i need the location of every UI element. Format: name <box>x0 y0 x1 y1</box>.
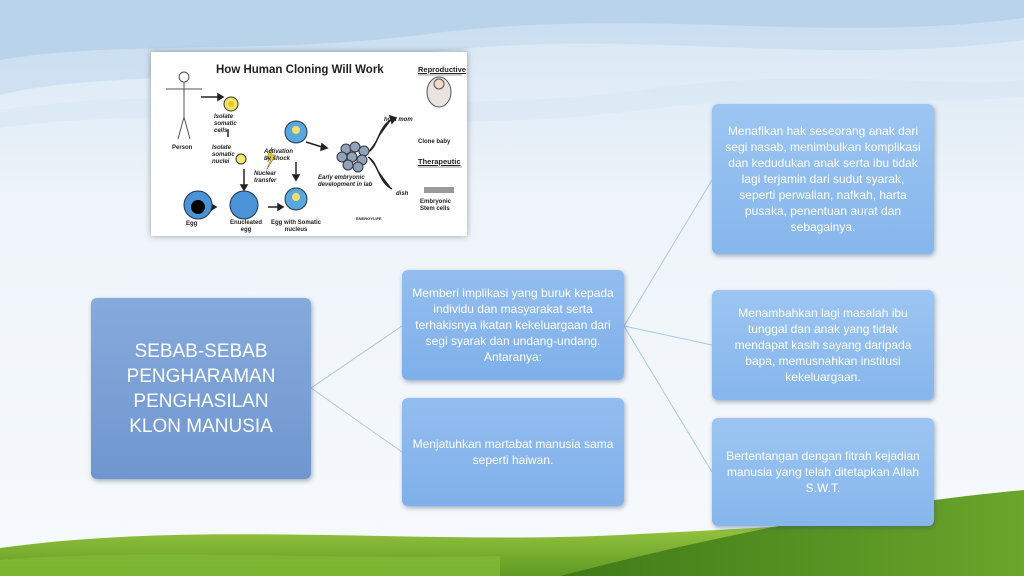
branch-node-2: Menjatuhkan martabat manusia sama sepert… <box>402 398 624 506</box>
leaf-node-1: Menafikan hak seseorang anak dari segi n… <box>712 104 934 254</box>
figure-label-activation: Activation by shock <box>264 149 294 162</box>
root-node: SEBAB-SEBAB PENGHARAMAN PENGHASILAN KLON… <box>91 298 311 479</box>
figure-label-dish: dish <box>396 191 409 197</box>
figure-label-person: Person <box>172 145 193 151</box>
leaf-node-2: Menambahkan lagi masalah ibu tunggal dan… <box>712 290 934 400</box>
cloning-figure: How Human Cloning Will Work Isolate soma… <box>151 52 467 236</box>
root-node-text: SEBAB-SEBAB PENGHARAMAN PENGHASILAN KLON… <box>126 340 276 437</box>
leaf-node-2-text: Menambahkan lagi masalah ibu tunggal dan… <box>734 306 912 384</box>
leaf-node-3-text: Bertentangan dengan fitrah kejadian manu… <box>726 449 920 495</box>
figure-title: How Human Cloning Will Work <box>216 64 384 76</box>
figure-label-isolate-cells: Isolate somatic cells <box>214 114 237 134</box>
figure-label-enucleated-egg: Enucleated egg <box>230 220 263 233</box>
leaf-node-3: Bertentangan dengan fitrah kejadian manu… <box>712 418 934 526</box>
leaf-node-1-text: Menafikan hak seseorang anak dari segi n… <box>725 124 921 234</box>
figure-label-host-mom: host mom <box>384 117 413 123</box>
figure-label-nuclear-transfer: Nuclear transfer <box>254 171 277 184</box>
figure-label-egg-with-nucleus: Egg with Somatic nucleus <box>270 220 321 233</box>
figure-credit: ENERGYLIFE <box>356 216 382 221</box>
figure-label-early-embryonic: Early embryonic development in lab <box>318 175 373 188</box>
figure-label-egg: Egg <box>186 221 198 227</box>
figure-label-clone-baby: Clone baby <box>418 139 451 145</box>
cloning-illustration <box>166 71 462 220</box>
figure-label-isolate-nuclei: Isolate somatic nuclei <box>212 145 235 165</box>
branch-node-1-text: Memberi implikasi yang buruk kepada indi… <box>412 286 614 364</box>
branch-node-1: Memberi implikasi yang buruk kepada indi… <box>402 270 624 380</box>
branch-node-2-text: Menjatuhkan martabat manusia sama sepert… <box>412 437 614 467</box>
figure-label-stem-cells: Embryonic Stem cells <box>420 199 452 212</box>
figure-heading-reproductive: Reproductive <box>418 65 466 74</box>
figure-heading-therapeutic: Therapeutic <box>418 157 461 166</box>
